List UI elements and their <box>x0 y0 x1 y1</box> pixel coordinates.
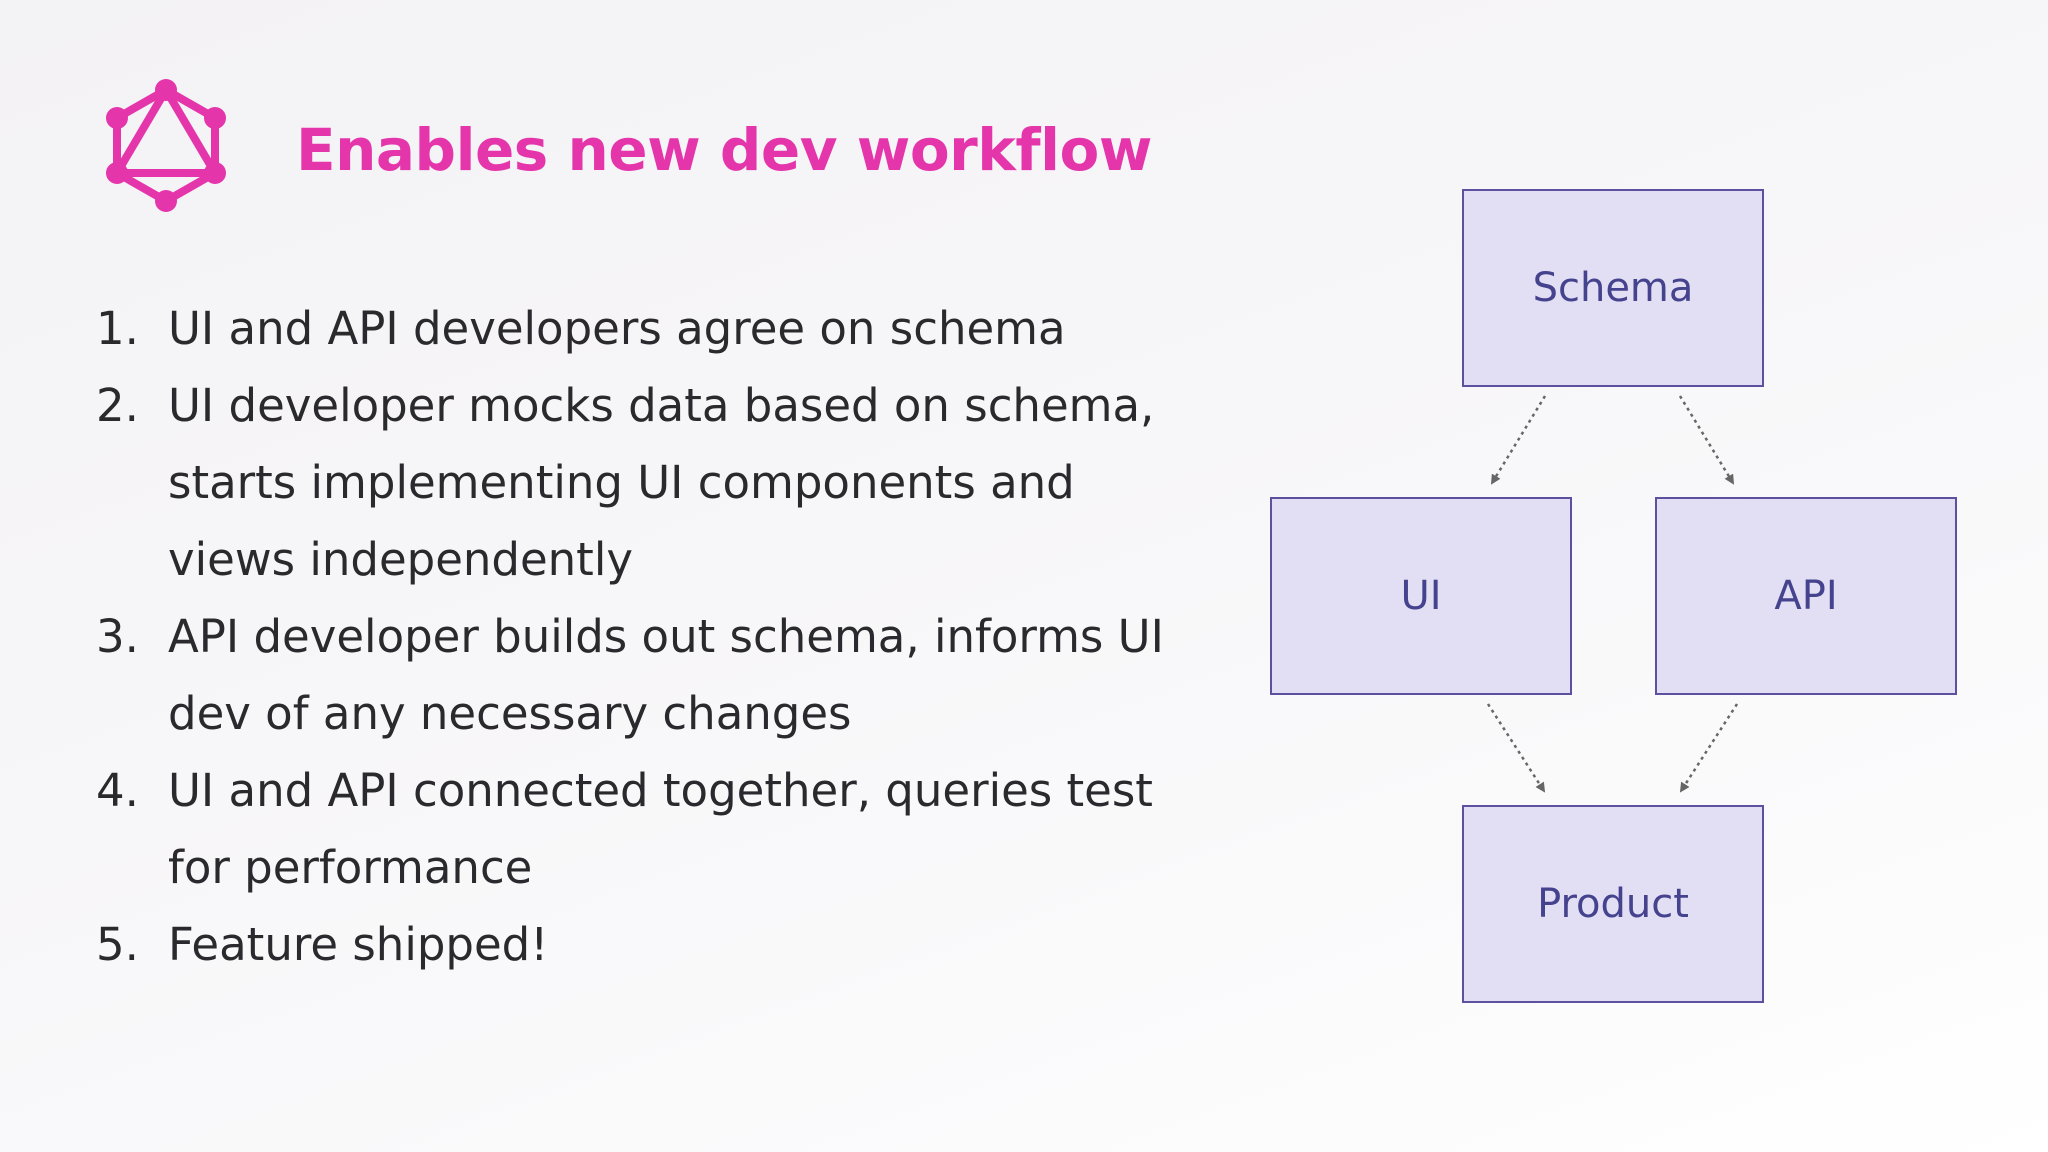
list-item-step-5: 5. Feature shipped! <box>96 906 1176 983</box>
workflow-diagram: Schema UI API Product <box>1260 180 1980 1020</box>
step-number: 1. <box>96 302 139 355</box>
diagram-arrows <box>1486 395 1739 793</box>
arrow-ui-to-product <box>1486 703 1546 793</box>
step-text: UI and API developers agree on schema <box>168 302 1066 355</box>
ui-node: UI <box>1270 497 1572 695</box>
step-number: 2. <box>96 379 139 432</box>
step-number: 5. <box>96 918 139 971</box>
list-item-step-3: 3. API developer builds out schema, info… <box>96 598 1176 752</box>
slide-title: Enables new dev workflow <box>296 116 1152 184</box>
workflow-steps-list: 1. UI and API developers agree on schema… <box>96 290 1176 983</box>
list-item-step-1: 1. UI and API developers agree on schema <box>96 290 1176 367</box>
arrow-schema-to-api <box>1678 395 1735 485</box>
api-node: API <box>1655 497 1957 695</box>
arrow-schema-to-ui <box>1490 395 1547 485</box>
graphql-logo-icon <box>98 74 238 224</box>
step-text: Feature shipped! <box>168 918 549 971</box>
product-node: Product <box>1462 805 1764 1003</box>
step-number: 4. <box>96 764 139 817</box>
step-text: API developer builds out schema, informs… <box>168 610 1164 740</box>
step-text: UI and API connected together, queries t… <box>168 764 1153 894</box>
step-number: 3. <box>96 610 139 663</box>
list-item-step-4: 4. UI and API connected together, querie… <box>96 752 1176 906</box>
schema-node: Schema <box>1462 189 1764 387</box>
step-text: UI developer mocks data based on schema,… <box>168 379 1155 586</box>
list-item-step-2: 2. UI developer mocks data based on sche… <box>96 367 1176 598</box>
arrow-api-to-product <box>1679 703 1739 793</box>
